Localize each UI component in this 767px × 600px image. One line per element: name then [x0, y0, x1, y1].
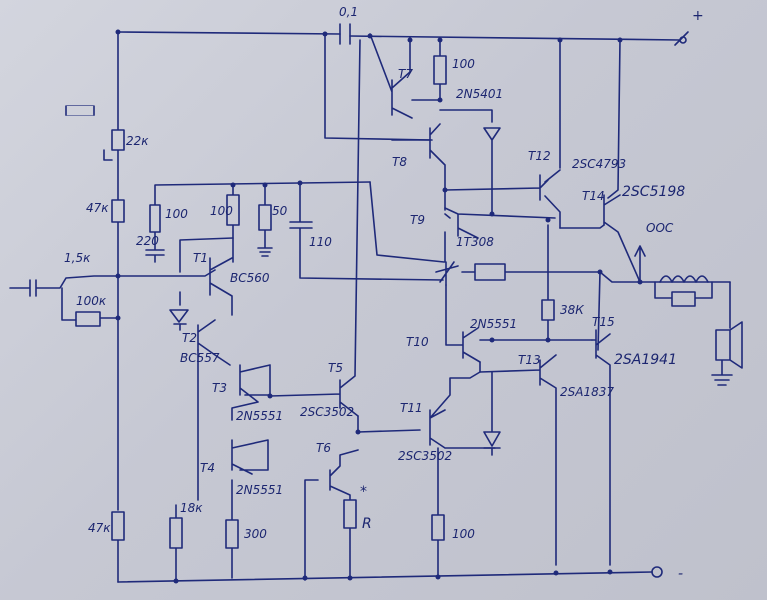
label-t4-type: 2N5551 — [236, 483, 283, 497]
label-t14-type: 2SC5198 — [622, 184, 685, 200]
input-network — [9, 105, 119, 327]
label-t2: T2 — [182, 331, 197, 345]
label-t7-type: 2N5401 — [456, 87, 503, 101]
label-r-100k: 100к — [76, 294, 107, 308]
negative-rail — [117, 566, 663, 583]
label-r-22k: 22к — [126, 134, 149, 148]
label-t5-type: 2SC3502 — [300, 405, 354, 419]
label-t13: T13 — [518, 353, 541, 367]
label-t1: T1 — [193, 251, 208, 265]
label-t10-type: 2N5551 — [470, 317, 517, 331]
label-c-top: 0,1 — [339, 5, 358, 19]
label-t12: T12 — [528, 149, 551, 163]
label-r-star: * — [360, 484, 367, 500]
label-t6: T6 — [316, 441, 331, 455]
label-ooc: ООС — [646, 221, 674, 235]
label-t14: T14 — [582, 189, 605, 203]
label-t8: T8 — [392, 155, 407, 169]
label-r-47k-bottom: 47к — [88, 521, 111, 535]
label-r-100-a: 100 — [165, 207, 188, 221]
label-r-1-5k: 1,5к — [64, 251, 91, 265]
label-c-220: 220 — [136, 234, 159, 248]
label-t5: T5 — [328, 361, 343, 375]
label-r-100-top: 100 — [452, 57, 475, 71]
label-t11: T11 — [400, 401, 423, 415]
label-t12-type: 2SC4793 — [572, 157, 626, 171]
junction-dots — [115, 29, 643, 584]
label-c-110: 110 — [309, 235, 332, 249]
label-r-47k-top: 47к — [86, 201, 109, 215]
label-r-300: 300 — [244, 527, 267, 541]
label-r-100-bottom: 100 — [452, 527, 475, 541]
positive-rail — [117, 31, 689, 46]
minus-terminal — [651, 566, 663, 578]
label-t3: T3 — [212, 381, 227, 395]
label-t13-type: 2SA1837 — [560, 385, 614, 399]
label-t3-type: 2N5551 — [236, 409, 283, 423]
label-plus: + — [692, 8, 704, 24]
label-t9: T9 — [410, 213, 425, 227]
label-r-R: R — [362, 516, 372, 532]
label-t2-type: BC557 — [180, 351, 220, 365]
plus-terminal — [674, 31, 689, 46]
label-t15: T15 — [592, 315, 615, 329]
label-t7: T7 — [398, 67, 413, 81]
label-t10: T10 — [406, 335, 429, 349]
label-t9-type: 1T308 — [456, 235, 494, 249]
label-r-50: 50 — [272, 204, 288, 218]
label-r-18k: 18к — [180, 501, 203, 515]
label-minus: - — [678, 566, 683, 582]
label-t1-type: BC560 — [230, 271, 270, 285]
label-r-100-b: 100 — [210, 204, 233, 218]
label-t15-type: 2SA1941 — [614, 352, 677, 368]
label-r-38k: 38К — [560, 303, 584, 317]
label-t11-type: 2SC3502 — [398, 449, 452, 463]
label-t4: T4 — [200, 461, 215, 475]
